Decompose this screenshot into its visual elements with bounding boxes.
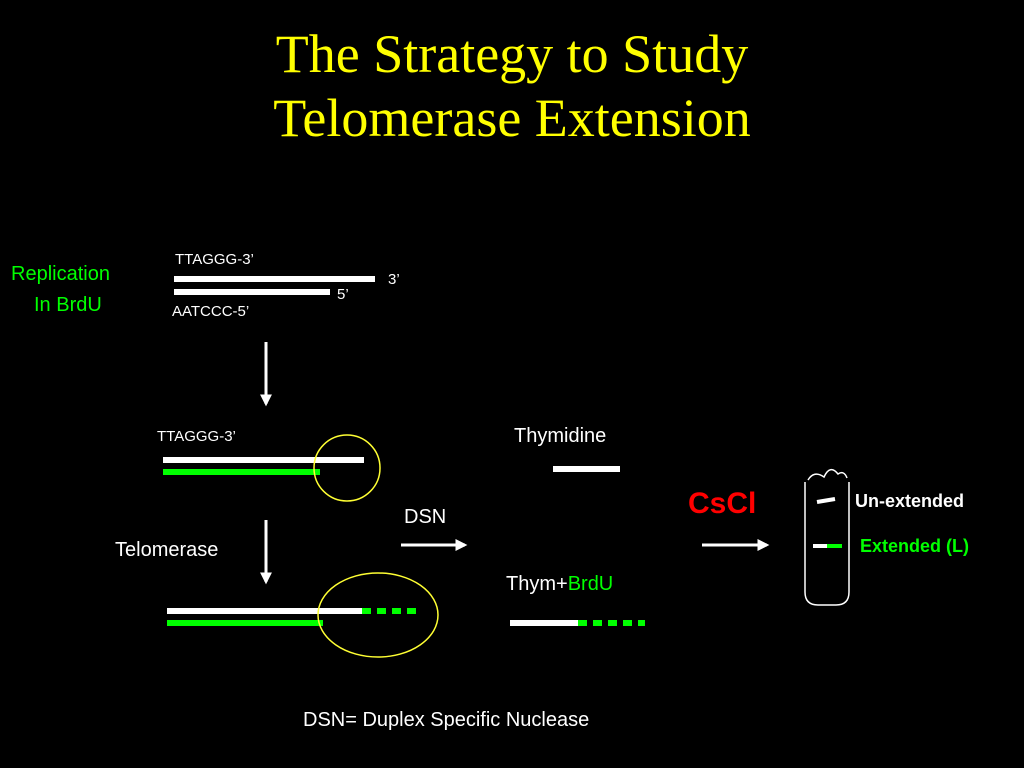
- brdu-text: BrdU: [567, 573, 614, 595]
- slide-title: The Strategy to Study Telomerase Extensi…: [0, 22, 1024, 150]
- band-unextended: [816, 497, 836, 504]
- un-extended-label: Un-extended: [855, 491, 965, 511]
- bottom-overhang-circle: [317, 572, 439, 658]
- centrifuge-tube: [804, 482, 850, 606]
- title-line-2: Telomerase Extension: [273, 88, 751, 148]
- dsn-label: DSN: [404, 506, 447, 528]
- mid-overhang-circle: [313, 434, 381, 502]
- footer-definition: DSN= Duplex Specific Nuclease: [303, 709, 590, 731]
- thym-prefix: Thym+: [506, 573, 568, 595]
- cscl-label: CsCl: [688, 487, 757, 520]
- tube-cap: [807, 468, 848, 481]
- top-strand-3-label: TTAGGG-3’: [175, 251, 254, 268]
- extended-label: Extended (L): [860, 536, 970, 556]
- thym-brdu-label: Thym+BrdU: [506, 573, 613, 596]
- replication-label-2: In BrdU: [34, 294, 102, 316]
- top-end-5-label: 5’: [337, 286, 349, 303]
- telomerase-label: Telomerase: [115, 539, 219, 561]
- replication-label-1: Replication: [11, 263, 110, 285]
- top-end-3-label: 3’: [388, 271, 400, 288]
- bottom-strand-5-label: AATCCC-5’: [172, 303, 250, 320]
- thymidine-label: Thymidine: [514, 425, 607, 447]
- mid-strand-3-label: TTAGGG-3’: [157, 428, 236, 445]
- title-line-1: The Strategy to Study: [275, 24, 749, 84]
